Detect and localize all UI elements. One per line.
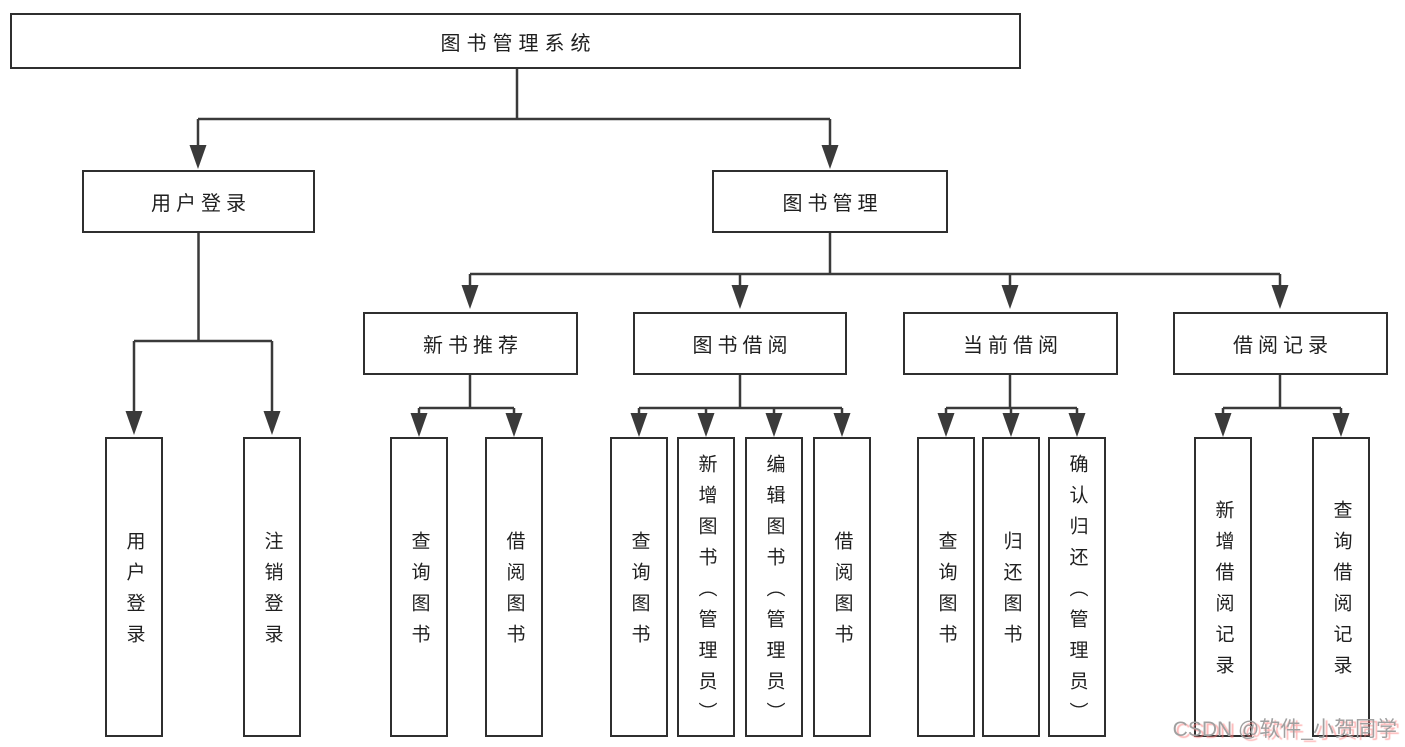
leaf-borrow-add-book-admin: 新增图书（管理员） bbox=[677, 437, 735, 737]
connector-book-management-split bbox=[461, 232, 1289, 309]
node-current-borrowing: 当前借阅 bbox=[903, 312, 1118, 375]
leaf-borrow-borrow-book-label: 借阅图书 bbox=[831, 531, 853, 655]
leaf-logout-login-label: 注销登录 bbox=[261, 531, 283, 655]
node-book-management-label: 图书管理 bbox=[782, 193, 883, 215]
leaf-user-login: 用户登录 bbox=[105, 437, 163, 737]
node-book-management: 图书管理 bbox=[712, 170, 948, 233]
node-user-login-label: 用户登录 bbox=[151, 193, 251, 215]
connector-root-split bbox=[189, 69, 839, 169]
leaf-borrow-borrow-book: 借阅图书 bbox=[813, 437, 871, 737]
leaf-recommend-borrow-book-label: 借阅图书 bbox=[503, 531, 525, 655]
node-new-book-recommendation-label: 新书推荐 bbox=[423, 335, 523, 357]
leaf-current-query-book: 查询图书 bbox=[917, 437, 975, 737]
leaf-borrow-add-book-admin-label: 新增图书（管理员） bbox=[695, 453, 717, 733]
leaf-current-query-book-label: 查询图书 bbox=[935, 531, 957, 655]
node-book-borrowing-label: 图书借阅 bbox=[692, 335, 793, 357]
leaf-records-add-record-label: 新增借阅记录 bbox=[1212, 500, 1234, 686]
leaf-recommend-query-book: 查询图书 bbox=[390, 437, 448, 737]
leaf-current-confirm-return-admin: 确认归还（管理员） bbox=[1048, 437, 1106, 737]
leaf-borrow-query-book-label: 查询图书 bbox=[628, 531, 650, 655]
node-borrowing-records: 借阅记录 bbox=[1173, 312, 1388, 375]
leaf-recommend-query-book-label: 查询图书 bbox=[408, 531, 430, 655]
node-library-management-system: 图书管理系统 bbox=[10, 13, 1021, 69]
node-library-management-system-label: 图书管理系统 bbox=[440, 32, 597, 55]
node-user-login: 用户登录 bbox=[82, 170, 315, 233]
leaf-borrow-edit-book-admin: 编辑图书（管理员） bbox=[745, 437, 803, 737]
leaf-user-login-label: 用户登录 bbox=[123, 531, 145, 655]
connector-borrowing-split bbox=[630, 374, 851, 437]
node-current-borrowing-label: 当前借阅 bbox=[963, 335, 1063, 357]
connector-user-login-split bbox=[125, 232, 281, 435]
node-borrowing-records-label: 借阅记录 bbox=[1233, 335, 1333, 357]
leaf-current-confirm-return-admin-label: 确认归还（管理员） bbox=[1066, 453, 1088, 733]
node-book-borrowing: 图书借阅 bbox=[633, 312, 847, 375]
leaf-records-query-record-label: 查询借阅记录 bbox=[1330, 500, 1352, 686]
connector-records-split bbox=[1214, 374, 1350, 437]
leaf-recommend-borrow-book: 借阅图书 bbox=[485, 437, 543, 737]
connector-current-split bbox=[937, 374, 1086, 437]
leaf-borrow-edit-book-admin-label: 编辑图书（管理员） bbox=[763, 453, 785, 733]
node-new-book-recommendation: 新书推荐 bbox=[363, 312, 578, 375]
leaf-logout-login: 注销登录 bbox=[243, 437, 301, 737]
leaf-current-return-book: 归还图书 bbox=[982, 437, 1040, 737]
leaf-current-return-book-label: 归还图书 bbox=[1000, 531, 1022, 655]
leaf-records-query-record: 查询借阅记录 bbox=[1312, 437, 1370, 737]
connector-recommend-split bbox=[410, 374, 523, 437]
leaf-records-add-record: 新增借阅记录 bbox=[1194, 437, 1252, 737]
csdn-watermark: CSDN @软件_小贺同学 bbox=[1172, 718, 1397, 741]
leaf-borrow-query-book: 查询图书 bbox=[610, 437, 668, 737]
